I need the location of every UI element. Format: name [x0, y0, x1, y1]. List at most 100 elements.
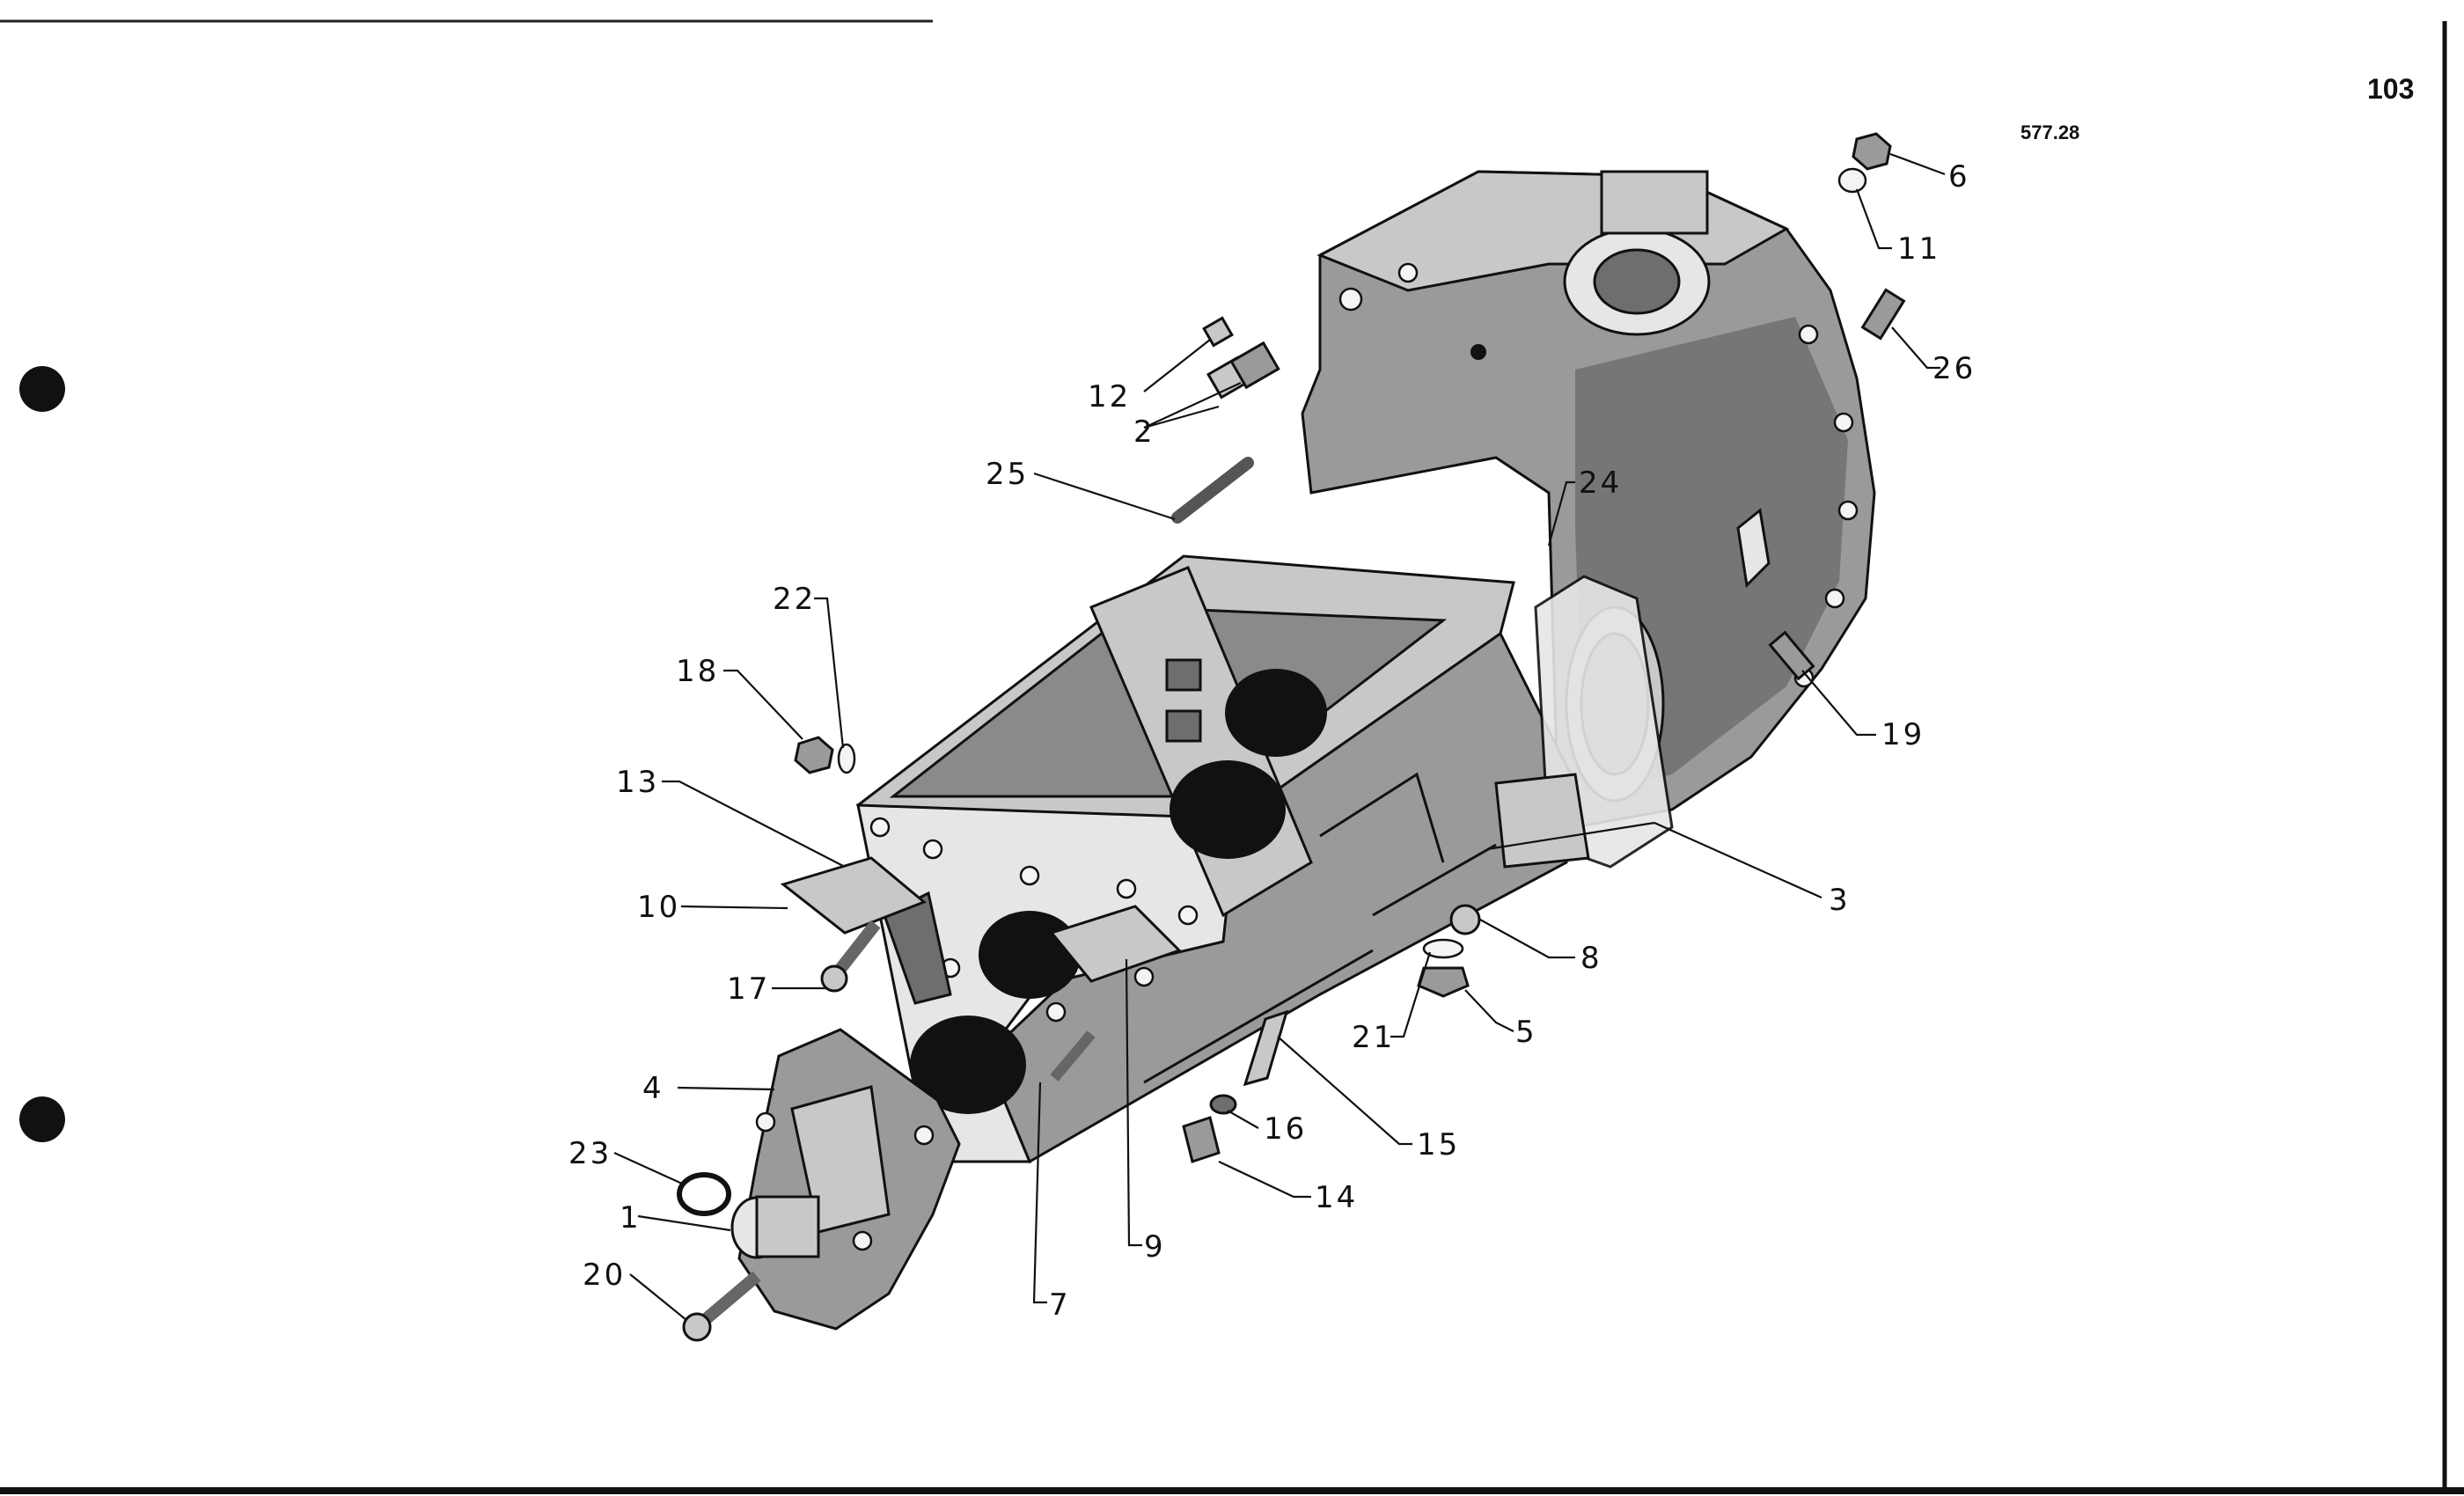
part-washer-11: [1837, 167, 1867, 194]
leader-13: [662, 780, 846, 868]
side-rib: [1319, 772, 1445, 863]
part-plug-12: [1202, 316, 1234, 348]
part-fitting-2b: [1229, 341, 1280, 390]
callout-7: 7: [1049, 1287, 1071, 1323]
bolt-hole: [1397, 262, 1419, 283]
callout-12: 12: [1088, 379, 1131, 414]
leader-14: [1218, 1161, 1311, 1199]
leader-23: [613, 1151, 683, 1185]
figure-reference: 577.28: [2020, 121, 2079, 143]
part-plug-18: [794, 736, 834, 774]
callout-19: 19: [1881, 717, 1925, 752]
front-face-bolt-holes: [869, 817, 1199, 1023]
plate-bore-upper: [1225, 669, 1327, 757]
callout-13: 13: [616, 765, 659, 800]
transmission-housing-illustration: [730, 170, 1876, 1331]
callout-14: 14: [1315, 1180, 1358, 1215]
part-plug-8: [1449, 904, 1481, 935]
leader-7: [1032, 1082, 1047, 1304]
leader-3: [1486, 821, 1822, 899]
bolt-hole: [1837, 500, 1859, 521]
part-stud-7: [1050, 1030, 1096, 1082]
leader-2: [1143, 382, 1242, 429]
loose-parts: [677, 132, 1906, 1342]
leader-26: [1891, 326, 1940, 370]
callout-18: 18: [676, 654, 719, 689]
rear-cover-shaft: [755, 1195, 820, 1258]
rear-cover-bolt-hole: [755, 1111, 776, 1133]
callout-16: 16: [1264, 1111, 1307, 1147]
bell-housing-window: [1736, 508, 1771, 589]
punch-hole-top: [19, 366, 65, 412]
bolt-hole: [1470, 344, 1486, 360]
page-number: 103: [2367, 73, 2414, 105]
callout-15: 15: [1417, 1127, 1460, 1162]
side-rib: [1143, 949, 1374, 1084]
leader-25: [1033, 472, 1176, 521]
callout-21: 21: [1352, 1020, 1395, 1055]
callout-3: 3: [1829, 883, 1851, 918]
bolt-hole: [1177, 905, 1199, 926]
callout-20: 20: [583, 1258, 626, 1293]
leader-9: [1125, 958, 1142, 1247]
page-frame: [0, 19, 2464, 1494]
part-washer-21: [1422, 938, 1464, 959]
part-bolt-20: [695, 1271, 761, 1330]
leader-19: [1801, 670, 1876, 737]
leader-10: [680, 905, 788, 910]
rear-cover-bolt-hole: [852, 1230, 873, 1251]
part-stud-26: [1860, 288, 1906, 341]
callout-10: 10: [637, 890, 680, 925]
bolt-hole: [1116, 878, 1137, 899]
leader-20: [629, 1273, 687, 1321]
leader-21: [1390, 951, 1432, 1038]
callout-24: 24: [1579, 466, 1622, 501]
leader-4: [677, 1086, 775, 1091]
callout-9: 9: [1144, 1229, 1166, 1265]
bolt-hole: [1824, 588, 1845, 609]
bell-housing-bolt-holes: [1338, 262, 1859, 688]
part-nut-6: [1852, 132, 1892, 171]
plate-slot-upper: [1165, 658, 1202, 692]
leader-lines: [613, 152, 1946, 1321]
bolt-hole: [1045, 1001, 1067, 1023]
callout-6: 6: [1948, 159, 1970, 194]
callout-labels: 1 2 3 4 5 6 7 8 9 10 11 12 13 14 15 16 1…: [568, 159, 1976, 1323]
leader-15: [1277, 1036, 1412, 1146]
part-washer-22: [837, 743, 856, 774]
part-bolt-17-head: [820, 964, 848, 993]
plate-bore-lower: [1170, 760, 1286, 859]
callout-23: 23: [568, 1136, 612, 1171]
joint-flange: [1494, 773, 1590, 869]
callout-11: 11: [1897, 231, 1940, 267]
leader-8: [1479, 919, 1575, 959]
part-plug-5: [1417, 966, 1470, 998]
front-bore-upper: [979, 911, 1081, 999]
leader-12: [1143, 339, 1211, 392]
leader-18: [723, 669, 803, 740]
part-bracket-9: [1049, 905, 1182, 983]
callout-26: 26: [1932, 351, 1976, 386]
bolt-hole: [869, 817, 891, 838]
leader-16: [1227, 1110, 1259, 1129]
bolt-hole: [1019, 865, 1040, 886]
bolt-hole: [1133, 966, 1155, 987]
front-bore-lower: [910, 1016, 1026, 1114]
callout-1: 1: [620, 1200, 642, 1236]
callout-5: 5: [1515, 1015, 1537, 1050]
callout-17: 17: [727, 972, 770, 1007]
part-bolt-19: [1768, 630, 1815, 681]
callout-8: 8: [1580, 941, 1602, 976]
plate-slot-lower: [1165, 709, 1202, 743]
bolt-hole: [922, 839, 943, 860]
callout-2: 2: [1133, 414, 1155, 450]
callout-4: 4: [642, 1071, 664, 1106]
leader-22: [814, 597, 845, 749]
leader-6: [1889, 152, 1946, 176]
leader-5: [1464, 989, 1514, 1032]
leader-1: [637, 1214, 731, 1232]
part-bolt-20-head: [682, 1312, 712, 1342]
flange-block: [1600, 170, 1709, 235]
part-stud-25: [1171, 457, 1254, 524]
